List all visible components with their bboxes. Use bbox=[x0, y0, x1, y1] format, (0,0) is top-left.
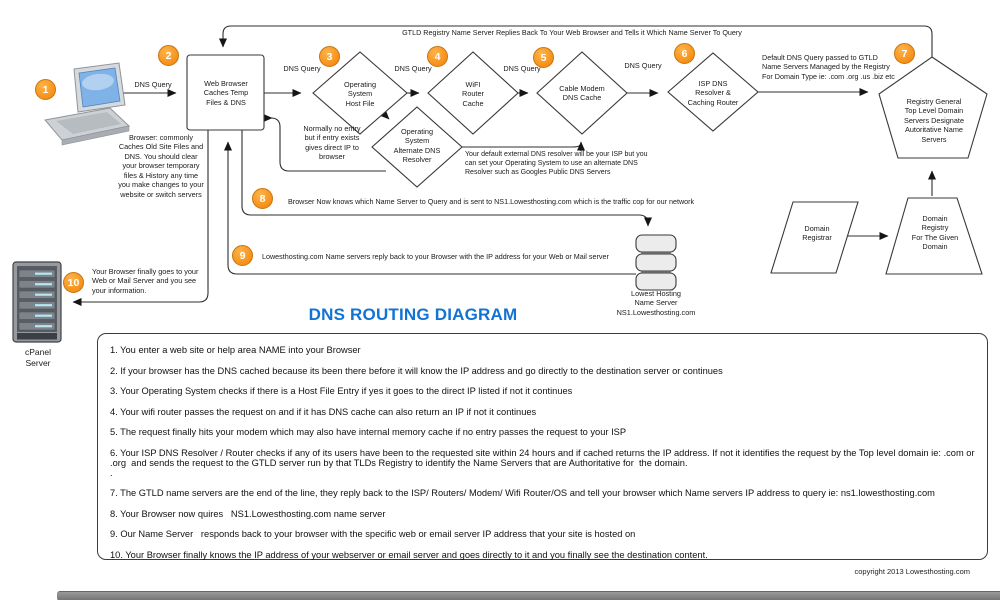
registry-pentagon-label: Registry General Top Level Domain Server… bbox=[903, 97, 965, 144]
dns-query-label-3: DNS Query bbox=[394, 64, 432, 73]
wifi-label: WiFI Router Cache bbox=[462, 80, 484, 108]
nameserver-label: Lowest Hosting Name Server NS1.Lowesthos… bbox=[616, 289, 696, 317]
line-gtld-reply-banner bbox=[219, 25, 933, 57]
registry-trapezoid bbox=[885, 197, 983, 275]
step-badge-10: 10 bbox=[63, 272, 84, 293]
cable-modem-label: Cable Modem DNS Cache bbox=[559, 84, 605, 103]
cpanel-server-icon bbox=[12, 261, 62, 343]
line-step10-to-cpanel bbox=[72, 130, 209, 306]
explanation-list-box: 1. You enter a web site or help area NAM… bbox=[97, 333, 988, 560]
line-altresolver-return-to-browser bbox=[263, 114, 386, 172]
list-item-9: 9. Our Name Server responds back to your… bbox=[110, 529, 636, 540]
isp-label: ISP DNS Resolver & Caching Router bbox=[687, 79, 739, 107]
dns-query-label-5: DNS Query bbox=[624, 61, 662, 70]
browser-box-shape bbox=[186, 54, 265, 131]
line-step8-to-nameserver bbox=[241, 130, 652, 227]
list-item-3: 3. Your Operating System checks if there… bbox=[110, 386, 573, 396]
default-gtld-note: Default DNS Query passed to GTLD Name Se… bbox=[762, 53, 895, 81]
list-item-1: 1. You enter a web site or help area NAM… bbox=[110, 345, 361, 355]
list-item-6: 6. Your ISP DNS Resolver / Router checks… bbox=[110, 447, 975, 478]
alt-resolver-info-note: Your default external DNS resolver will … bbox=[465, 151, 648, 177]
list-item-4: 4. Your wifi router passes the request o… bbox=[110, 406, 537, 417]
page-title: DNS ROUTING DIAGRAM bbox=[308, 305, 518, 324]
step-badge-7: 7 bbox=[894, 43, 915, 64]
gtld-reply-banner-text: GTLD Registry Name Server Replies Back T… bbox=[402, 28, 742, 37]
wifi-diamond bbox=[427, 51, 519, 135]
step-badge-5: 5 bbox=[533, 47, 554, 68]
dns-query-label-1: DNS Query bbox=[134, 80, 172, 89]
step-badge-3: 3 bbox=[319, 46, 340, 67]
registry-pentagon bbox=[878, 56, 988, 159]
host-file-label: Operating System Host File bbox=[343, 80, 377, 108]
modem-diamond bbox=[536, 51, 628, 135]
dns-query-label-4: DNS Query bbox=[503, 64, 541, 73]
step9-note: Lowesthosting.com Name servers reply bac… bbox=[262, 252, 609, 261]
connector-lines bbox=[72, 25, 936, 306]
step-badge-6: 6 bbox=[674, 43, 695, 64]
step8-note: Browser Now knows which Name Server to Q… bbox=[288, 197, 695, 206]
arrow-altresolver-to-modem bbox=[462, 141, 585, 151]
laptop-icon bbox=[44, 62, 131, 146]
list-item-8: 8. Your Browser now quires NS1.Lowesthos… bbox=[110, 508, 386, 519]
step-badge-8: 8 bbox=[252, 188, 273, 209]
alt-resolver-label: Operating System Alternate DNS Resolver bbox=[393, 127, 441, 165]
browser-box-label: Web Browser Caches Temp Files & DNS bbox=[203, 79, 249, 107]
domain-registry-label: Domain Registry For The Given Domain bbox=[911, 214, 959, 252]
step-badge-2: 2 bbox=[158, 45, 179, 66]
list-item-5: 5. The request finally hits your modem w… bbox=[110, 427, 627, 437]
browser-cache-note: Browser: commonly Caches Old Site Files … bbox=[118, 133, 204, 199]
cpanel-label: cPanel Server bbox=[25, 347, 51, 369]
domain-registrar-label: Domain Registrar bbox=[802, 224, 832, 243]
step-badge-4: 4 bbox=[427, 46, 448, 67]
step-badge-9: 9 bbox=[232, 245, 253, 266]
host-entry-note: Normally no entry but if entry exists gi… bbox=[303, 124, 361, 162]
list-item-10: 10. Your Browser finally knows the IP ad… bbox=[110, 549, 708, 560]
alt-resolver-diamond bbox=[371, 106, 463, 188]
copyright-text: copyright 2013 Lowesthosting.com bbox=[854, 567, 971, 576]
registrar-parallelogram bbox=[770, 201, 859, 274]
step-badge-1: 1 bbox=[35, 79, 56, 100]
line-step9-to-browser bbox=[224, 141, 636, 275]
bottom-gray-bar bbox=[57, 591, 1000, 600]
flowchart-shapes bbox=[186, 51, 988, 275]
host-file-diamond bbox=[312, 51, 408, 135]
isp-diamond bbox=[667, 52, 759, 132]
list-item-7: 7. The GTLD name servers are the end of … bbox=[110, 488, 935, 499]
nameserver-database-icon bbox=[635, 234, 677, 291]
step10-note: Your Browser finally goes to your Web or… bbox=[92, 267, 199, 295]
dns-query-label-2: DNS Query bbox=[283, 64, 321, 73]
list-item-2: 2. If your browser has the DNS cached be… bbox=[110, 365, 723, 376]
